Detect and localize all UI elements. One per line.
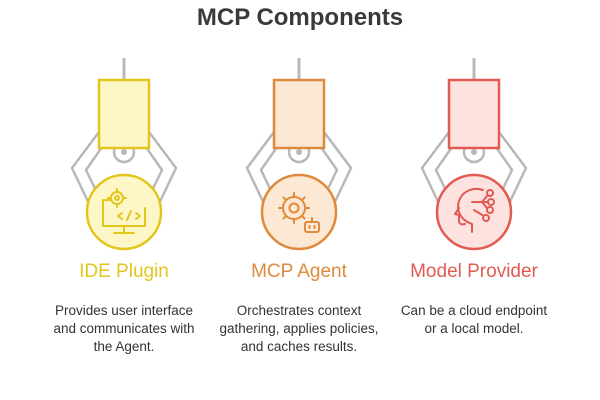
holder-box [97,78,151,150]
component-description: Can be a cloud endpoint or a local model… [400,303,548,336]
page-title: MCP Components [196,4,404,31]
component-label: IDE Plugin [79,261,169,282]
gear-robot-icon [278,192,320,233]
claw-graphic [420,58,528,251]
code-monitor-gear-icon [102,188,146,234]
component-description: Provides user interface and communicates… [53,303,195,354]
ai-head-circuit-icon [454,187,495,233]
component-model-provider: Model Provider Can be a cloud endpoint o… [384,50,564,400]
component-mcp-agent: MCP Agent Orchestrates context gathering… [209,50,389,400]
component-label: Model Provider [410,261,538,282]
component-description: Orchestrates context gathering, applies … [219,303,379,354]
holder-box [447,78,501,150]
component-label: MCP Agent [251,261,347,282]
claw-graphic [245,58,353,251]
claw-graphic [70,58,178,251]
holder-box [272,78,326,150]
component-ide-plugin: IDE Plugin Provides user interface and c… [34,50,214,400]
